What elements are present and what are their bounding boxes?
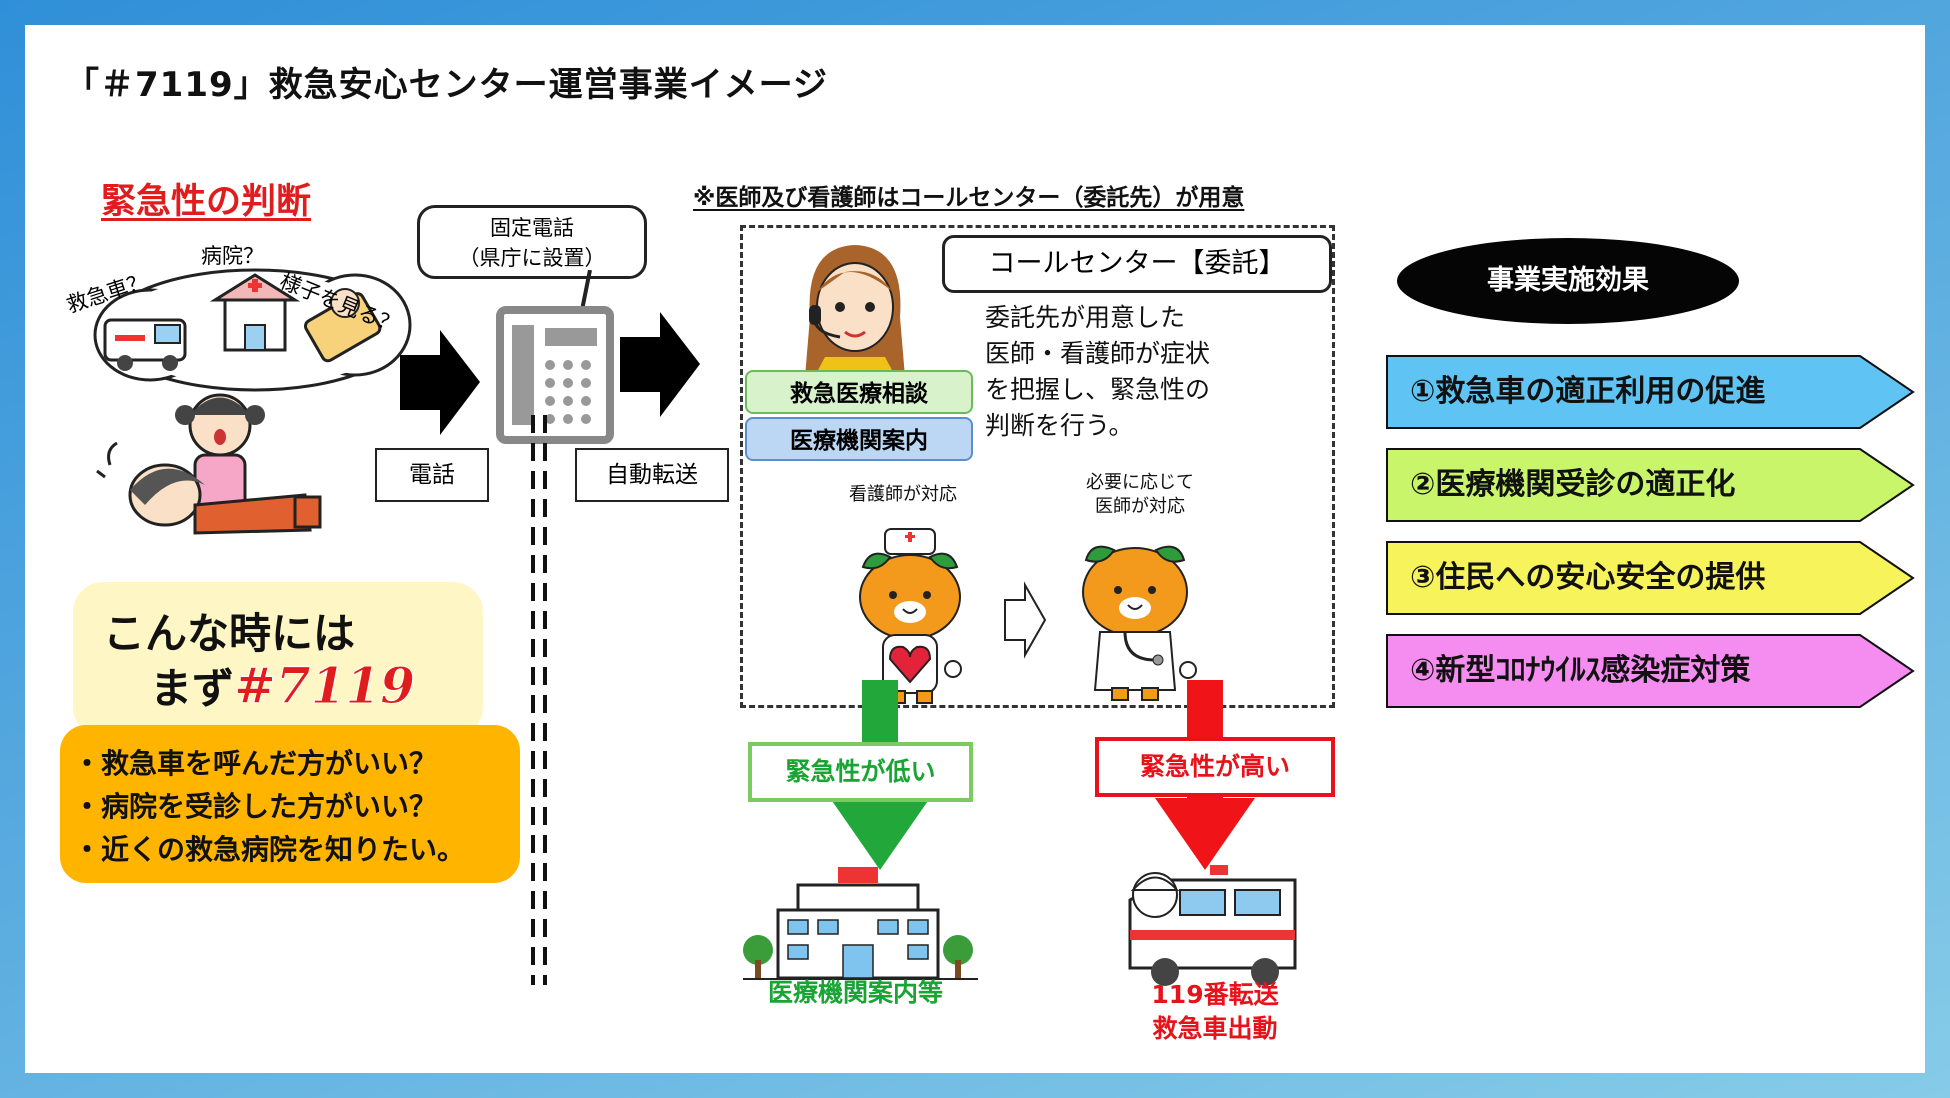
- emergency-number: #7119: [234, 656, 416, 716]
- call-prompt-box: [73, 582, 483, 737]
- effect-item-3: ③住民への安心安全の提供: [1385, 540, 1915, 616]
- doctor-mascot: [1082, 545, 1197, 701]
- hospital-illustration: [743, 867, 978, 980]
- low-urgency-label: 緊急性が低い: [748, 742, 973, 802]
- effect-label: ③住民への安心安全の提供: [1410, 560, 1766, 595]
- slide: 「＃7119」救急安心センター運営事業イメージ 緊急性の判断: [25, 25, 1925, 1073]
- effect-label: ①救急車の適正利用の促進: [1410, 374, 1766, 409]
- telephone-icon: [496, 270, 614, 444]
- landline-bubble: 固定電話 （県庁に設置）: [417, 205, 647, 279]
- operator-illustration: [805, 245, 905, 385]
- nurse-mascot: [859, 528, 962, 704]
- arrow-right-icon: [400, 330, 480, 435]
- questions-box: [60, 725, 520, 883]
- doctor-label: 必要に応じて 医師が対応: [1086, 472, 1194, 517]
- call-prompt-line1: こんな時には: [103, 609, 356, 658]
- consultation-tag: 救急医療相談: [745, 370, 973, 414]
- question-item: ・救急車を呼んだ方がいい？: [73, 747, 438, 780]
- thought-hospital-label: 病院？: [201, 244, 264, 268]
- high-urgency-label: 緊急性が高い: [1095, 737, 1335, 797]
- effect-arrow-shape: [1386, 634, 1915, 708]
- dashed-line-divider: [531, 415, 547, 985]
- guidance-tag: 医療機関案内: [745, 417, 973, 461]
- effect-arrow-shape: [1386, 448, 1915, 522]
- phone-label: 電話: [375, 448, 489, 502]
- auto-transfer-label: 自動転送: [575, 448, 729, 502]
- effect-arrow-shape: [1386, 355, 1915, 429]
- call-prompt-line2: まず#7119: [150, 655, 416, 716]
- slide-title: 「＃7119」救急安心センター運営事業イメージ: [65, 65, 828, 105]
- call-center-area: [740, 225, 1335, 708]
- high-urgency-result-transfer: 119番転送: [1151, 980, 1279, 1009]
- question-item: ・病院を受診した方がいい？: [73, 790, 438, 823]
- effects-heading: 事業実施効果: [1397, 238, 1739, 324]
- call-center-description: 委託先が用意した 医師・看護師が症状 を把握し、緊急性の 判断を行う。: [985, 303, 1211, 440]
- effect-item-2: ②医療機関受診の適正化: [1385, 447, 1915, 523]
- landline-bubble-text: 固定電話 （県庁に設置）: [458, 216, 606, 270]
- effect-item-1: ①救急車の適正利用の促進: [1385, 354, 1915, 430]
- question-item: ・近くの救急病院を知りたい。: [73, 833, 466, 866]
- urgency-heading: 緊急性の判断: [101, 182, 312, 222]
- effect-label: ②医療機関受診の適正化: [1410, 467, 1736, 502]
- effect-item-4: ④新型ｺﾛﾅｳｲﾙｽ感染症対策: [1385, 633, 1915, 709]
- effect-arrow-shape: [1386, 541, 1915, 615]
- ambulance-illustration: [1128, 865, 1297, 986]
- low-urgency-result: 医療機関案内等: [768, 978, 944, 1007]
- call-prompt-prefix: まず: [150, 664, 235, 713]
- outline-arrow-icon: [1004, 581, 1047, 659]
- effect-label: ④新型ｺﾛﾅｳｲﾙｽ感染症対策: [1410, 653, 1751, 688]
- nurse-label: 看護師が対応: [849, 484, 957, 505]
- worried-family-illustration: [93, 268, 412, 535]
- staff-note: ※医師及び看護師はコールセンター（委託先）が用意: [693, 185, 1245, 211]
- arrow-right-icon: [620, 312, 700, 417]
- call-center-title: コールセンター【委託】: [942, 235, 1332, 293]
- high-urgency-result-dispatch: 救急車出動: [1152, 1014, 1278, 1043]
